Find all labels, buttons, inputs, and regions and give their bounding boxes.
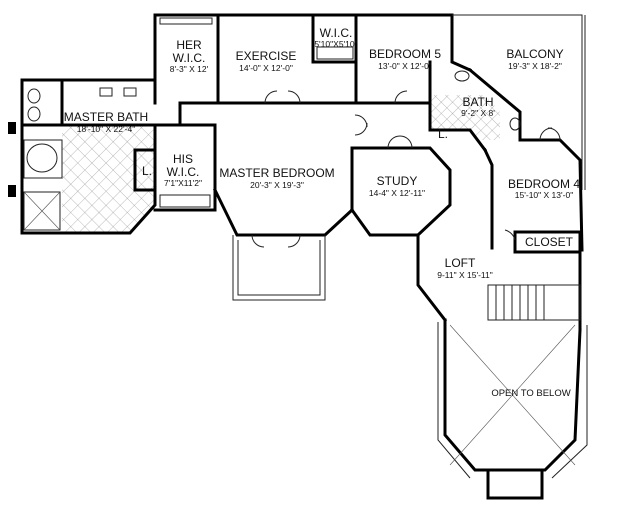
his-wic-label-1: HIS [173, 152, 193, 166]
exercise-dim: 14'-0" X 12'-0" [239, 63, 293, 73]
balcony-label: BALCONY [506, 47, 563, 61]
walls [8, 13, 588, 500]
bedroom4-label: BEDROOM 4 [508, 177, 580, 191]
room-bedroom5: BEDROOM 5 13'-0" X 12'-0" [369, 47, 441, 71]
bedroom4-dim: 15'-10" X 13'-0" [515, 190, 573, 200]
room-closet: CLOSET [525, 235, 574, 249]
exercise-label: EXERCISE [236, 49, 297, 63]
wic-dim: 5'10"X5'10" [314, 39, 357, 49]
linen-marker-left: L. [142, 164, 152, 178]
room-wic: W.I.C. 5'10"X5'10" [314, 26, 357, 49]
bath-label: BATH [462, 95, 493, 109]
room-bedroom4: BEDROOM 4 15'-10" X 13'-0" [508, 177, 580, 200]
master-bath-dim: 18'-10" X 22'-4" [77, 124, 135, 134]
her-wic-dim: 8'-3" X 12' [170, 64, 209, 74]
his-wic-dim: 7'1"X11'2" [164, 178, 202, 188]
room-master-bath: MASTER BATH 18'-10" X 22'-4" [64, 110, 148, 134]
room-balcony: BALCONY 19'-3" X 18'-2" [506, 47, 563, 71]
balcony-dim: 19'-3" X 18'-2" [508, 61, 562, 71]
study-label: STUDY [377, 174, 418, 188]
room-exercise: EXERCISE 14'-0" X 12'-0" [236, 49, 297, 73]
bedroom-balcony [232, 235, 326, 301]
room-loft: LOFT 9-11" X 15'-11" [437, 256, 493, 280]
his-wic-label-2: W.I.C. [167, 165, 200, 179]
fixtures [23, 17, 521, 231]
bath-linen-marker: L. [438, 127, 448, 141]
master-bedroom-dim: 20'-3" X 19'-3" [250, 180, 304, 190]
stairs [487, 284, 581, 321]
room-his-wic: HIS W.I.C. 7'1"X11'2" L. [142, 152, 202, 188]
room-master-bedroom: MASTER BEDROOM 20'-3" X 19'-3" [219, 166, 334, 190]
doors [251, 90, 561, 248]
master-bedroom-label: MASTER BEDROOM [219, 166, 334, 180]
room-bath: BATH 9'-2" X 8' L. [438, 95, 495, 141]
bedroom5-label: BEDROOM 5 [369, 47, 441, 61]
loft-label: LOFT [445, 256, 476, 270]
closet-label: CLOSET [525, 235, 574, 249]
room-open-to-below: OPEN TO BELOW [491, 388, 570, 399]
master-bath-tile-floor [62, 95, 500, 233]
bath-dim: 9'-2" X 8' [461, 108, 495, 118]
wic-label: W.I.C. [320, 26, 353, 40]
open-to-below-label: OPEN TO BELOW [491, 388, 570, 399]
bedroom5-dim: 13'-0" X 12'-0" [378, 61, 432, 71]
master-bath-label: MASTER BATH [64, 110, 148, 124]
loft-dim: 9-11" X 15'-11" [437, 270, 493, 280]
room-her-wic: HER W.I.C. 8'-3" X 12' [170, 38, 209, 74]
her-wic-label-2: W.I.C. [173, 51, 206, 65]
open-to-below-cross [449, 324, 576, 466]
her-wic-label-1: HER [176, 38, 202, 52]
study-dim: 14-4" X 12'-11" [369, 188, 425, 198]
room-study: STUDY 14-4" X 12'-11" [369, 174, 425, 198]
